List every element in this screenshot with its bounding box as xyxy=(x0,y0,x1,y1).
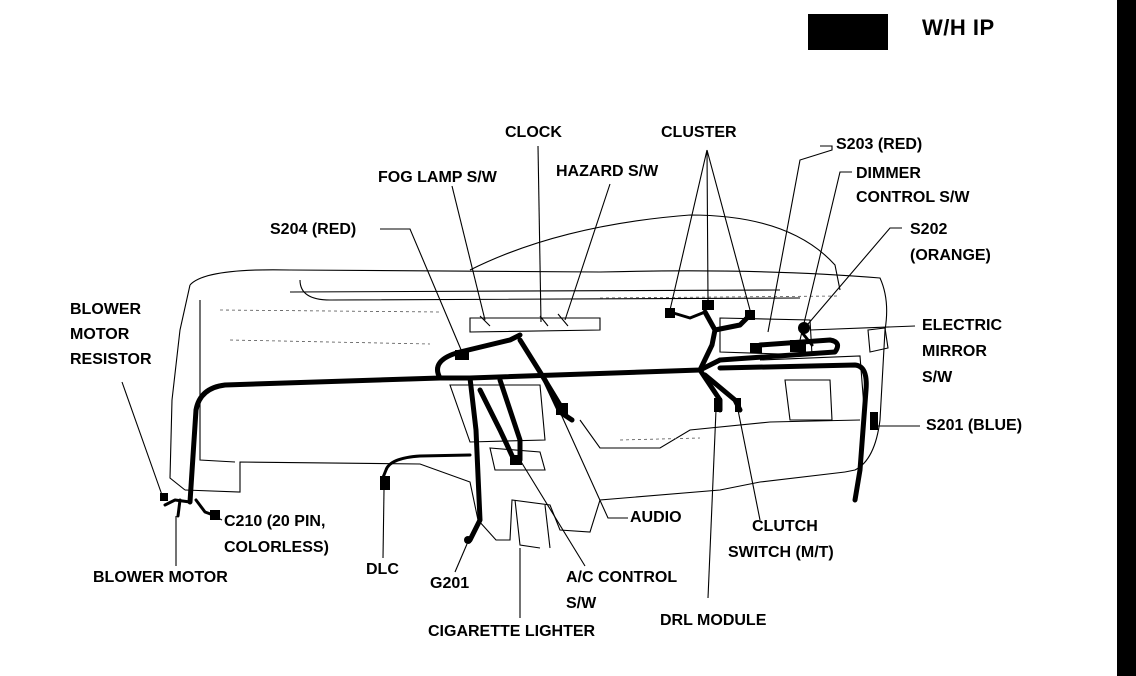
label-dimmer-line2: CONTROL S/W xyxy=(856,189,970,206)
leader-clutch xyxy=(737,409,761,521)
connector-ac-control xyxy=(556,403,568,415)
connector-clutch xyxy=(735,398,741,412)
leader-s203 xyxy=(767,145,833,333)
connector-dlc xyxy=(380,476,390,490)
label-audio: AUDIO xyxy=(630,509,682,526)
leader-hazard xyxy=(564,183,611,321)
connector-drl xyxy=(714,398,722,412)
leader-ac-control xyxy=(519,459,586,567)
label-ac-control-line2: S/W xyxy=(566,595,597,612)
connector-cluster-right xyxy=(745,310,755,320)
leader-fog-lamp xyxy=(451,185,486,321)
title-black-block xyxy=(808,14,888,50)
connector-s204 xyxy=(455,350,469,360)
label-clock: CLOCK xyxy=(505,124,562,141)
connector-s203 xyxy=(750,343,762,353)
connector-cluster-left xyxy=(665,308,675,318)
connectors xyxy=(160,300,878,544)
label-s203: S203 (RED) xyxy=(836,136,923,153)
label-cluster: CLUSTER xyxy=(661,124,737,141)
diagram-title: W/H IP xyxy=(922,15,995,40)
label-blower-motor: BLOWER MOTOR xyxy=(93,569,228,586)
connector-dimmer xyxy=(790,340,806,352)
label-s202-line1: S202 xyxy=(910,221,948,238)
label-blower-resistor-line1: BLOWER xyxy=(70,301,142,318)
label-clutch-line1: CLUTCH xyxy=(752,518,818,535)
connector-blower-resistor xyxy=(160,493,168,501)
label-ac-control-line1: A/C CONTROL xyxy=(566,569,678,586)
label-s204: S204 (RED) xyxy=(270,221,357,238)
leader-c210 xyxy=(211,514,223,521)
label-dlc: DLC xyxy=(366,561,399,578)
label-s201: S201 (BLUE) xyxy=(926,417,1023,434)
label-fog-lamp-switch: FOG LAMP S/W xyxy=(378,169,497,186)
label-cigarette-lighter: CIGARETTE LIGHTER xyxy=(428,623,596,640)
leader-s204 xyxy=(380,228,463,353)
leader-dimmer xyxy=(799,171,852,341)
connector-s201 xyxy=(870,412,878,430)
wire-harness xyxy=(163,309,869,543)
leader-s202 xyxy=(807,227,902,325)
label-c210-line2: COLORLESS) xyxy=(224,539,329,556)
leader-electric-mirror xyxy=(809,325,916,331)
label-electric-mirror-line1: ELECTRIC xyxy=(922,317,1002,334)
leader-clock xyxy=(537,145,542,323)
label-blower-resistor-line2: MOTOR xyxy=(70,326,130,343)
leader-lines xyxy=(121,145,920,618)
leader-drl xyxy=(707,409,717,599)
label-dimmer-line1: DIMMER xyxy=(856,165,921,182)
leader-dlc xyxy=(382,489,385,559)
ground-g201 xyxy=(464,536,472,544)
label-c210-line1: C210 (20 PIN, xyxy=(224,513,326,530)
label-electric-mirror-line2: MIRROR xyxy=(922,343,987,360)
label-g201: G201 xyxy=(430,575,470,592)
connector-s202 xyxy=(798,322,810,334)
label-electric-mirror-line3: S/W xyxy=(922,369,953,386)
label-clutch-line2: SWITCH (M/T) xyxy=(728,544,834,561)
label-hazard-switch: HAZARD S/W xyxy=(556,163,659,180)
dashboard-outline xyxy=(169,214,889,549)
connector-c210 xyxy=(210,510,220,520)
leader-audio xyxy=(559,411,628,519)
label-s202-line2: (ORANGE) xyxy=(910,247,991,264)
leader-cluster xyxy=(669,149,751,311)
leader-g201 xyxy=(454,543,468,573)
connector-cluster-center xyxy=(702,300,714,310)
leader-blower-resistor xyxy=(121,381,163,496)
label-drl-module: DRL MODULE xyxy=(660,612,767,629)
label-blower-resistor-line3: RESISTOR xyxy=(70,351,152,368)
connector-audio xyxy=(510,455,522,465)
scan-edge-bar xyxy=(1117,0,1136,676)
